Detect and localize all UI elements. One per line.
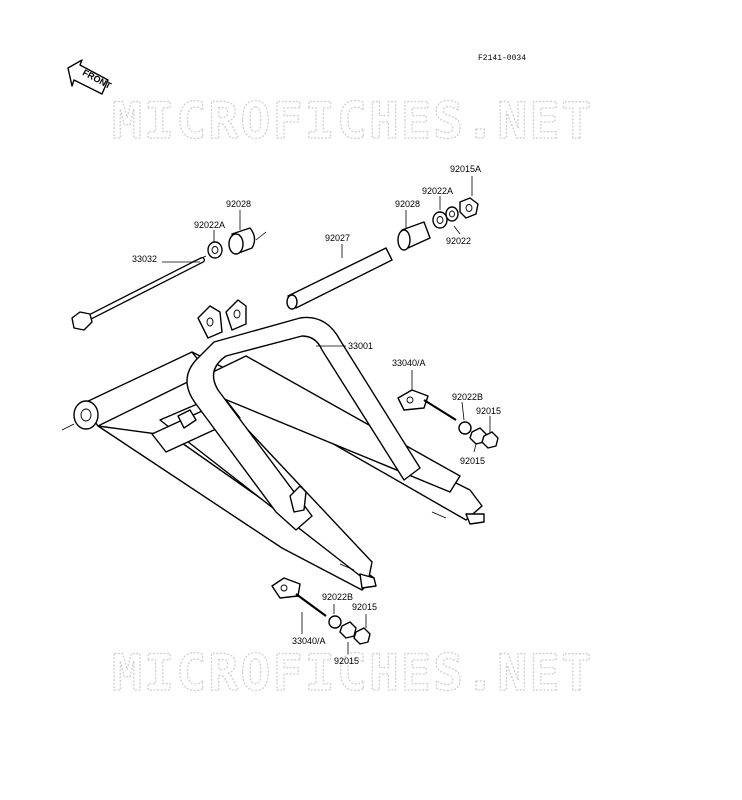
collar-92022A-right [432,211,448,229]
chain-adjuster-33040A-right [397,389,457,421]
watermark-top: MICROFICHES.NET [112,92,594,150]
nut-92015-right-b [481,431,499,449]
label-92028-left: 92028 [226,199,251,209]
washer-92022B-right [458,421,472,435]
bushing-92028-right [397,221,431,251]
nut-92015-left-a [339,621,357,639]
pivot-bolt [71,255,207,331]
drawing-code: F2141-0034 [478,54,526,63]
washer-92022-right [445,206,459,222]
label-33040A-left: 33040/A [292,636,326,646]
chain-adjuster-33040A-left [271,577,327,617]
label-33040A-right: 33040/A [392,358,426,368]
sleeve-92027 [286,247,393,310]
label-92028-right: 92028 [395,199,420,209]
nut-92015A [459,197,479,219]
bushing-92028-left [228,227,267,255]
label-92015-left-upper: 92015 [352,602,377,612]
label-92027: 92027 [325,233,350,243]
label-33032: 33032 [132,254,157,264]
watermark-bottom: MICROFICHES.NET [112,644,594,702]
label-92015-right-lower: 92015 [460,456,485,466]
washer-92022B-left [328,615,342,629]
front-arrow-icon: FRONT [67,59,113,95]
label-92022A-right: 92022A [422,186,453,196]
nut-92015-left-b [353,627,371,645]
label-92015A: 92015A [450,164,481,174]
collar-92022A-left [207,241,223,259]
label-92015-right-upper: 92015 [476,406,501,416]
label-92022-right: 92022 [446,236,471,246]
label-92015-left-lower: 92015 [334,656,359,666]
swingarm-33001 [61,299,485,591]
label-92022A-left: 92022A [194,220,225,230]
label-33001: 33001 [348,341,373,351]
label-92022B-left: 92022B [322,592,353,602]
label-92022B-right: 92022B [452,392,483,402]
